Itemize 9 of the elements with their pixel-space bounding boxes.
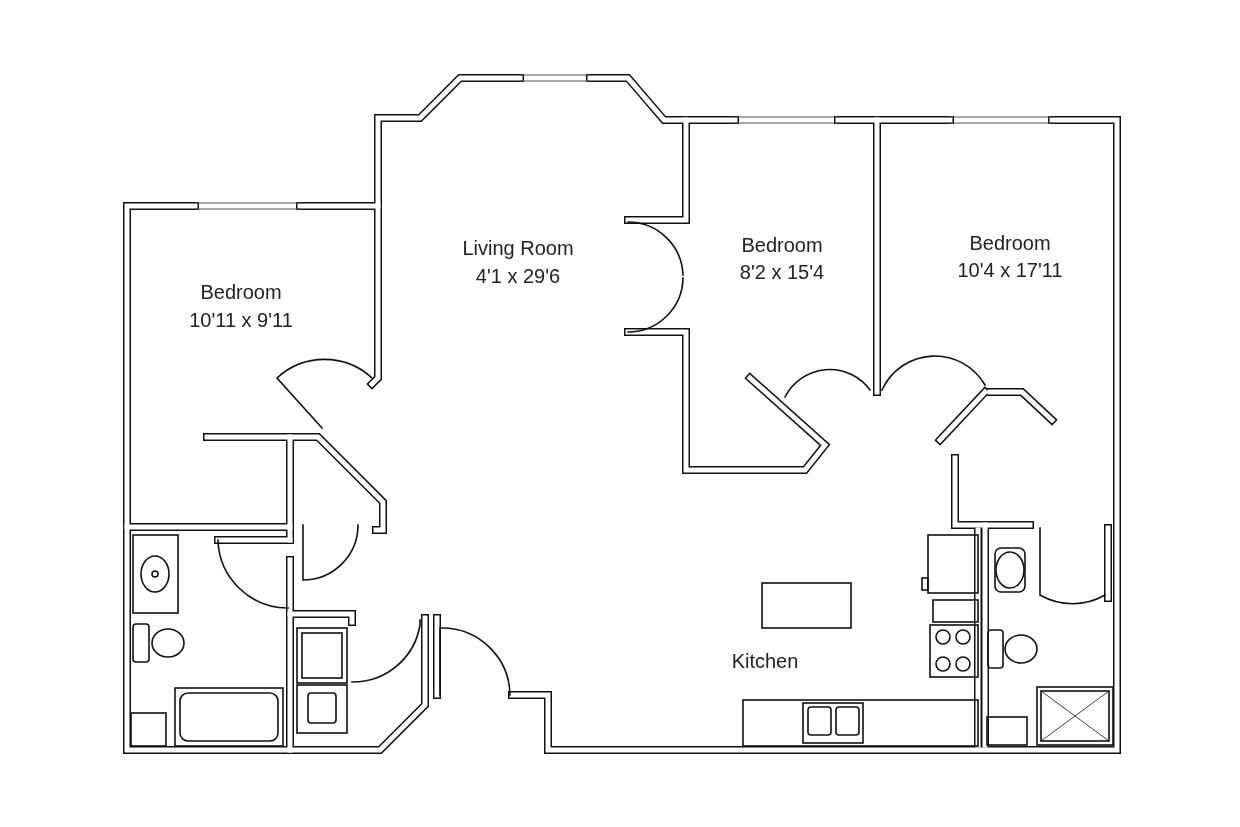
room-dimensions: 10'4 x 17'11	[957, 258, 1063, 283]
room-dimensions: 10'11 x 9'11	[189, 308, 293, 333]
room-label: Bedroom	[741, 233, 823, 258]
room-dimensions: 4'1 x 29'6	[475, 264, 561, 289]
room-label: Kitchen	[731, 649, 799, 674]
room-label: Bedroom	[200, 280, 282, 305]
room-dimensions: 8'2 x 15'4	[739, 260, 825, 285]
room-label: Living Room	[462, 236, 574, 261]
room-label: Bedroom	[969, 231, 1051, 256]
